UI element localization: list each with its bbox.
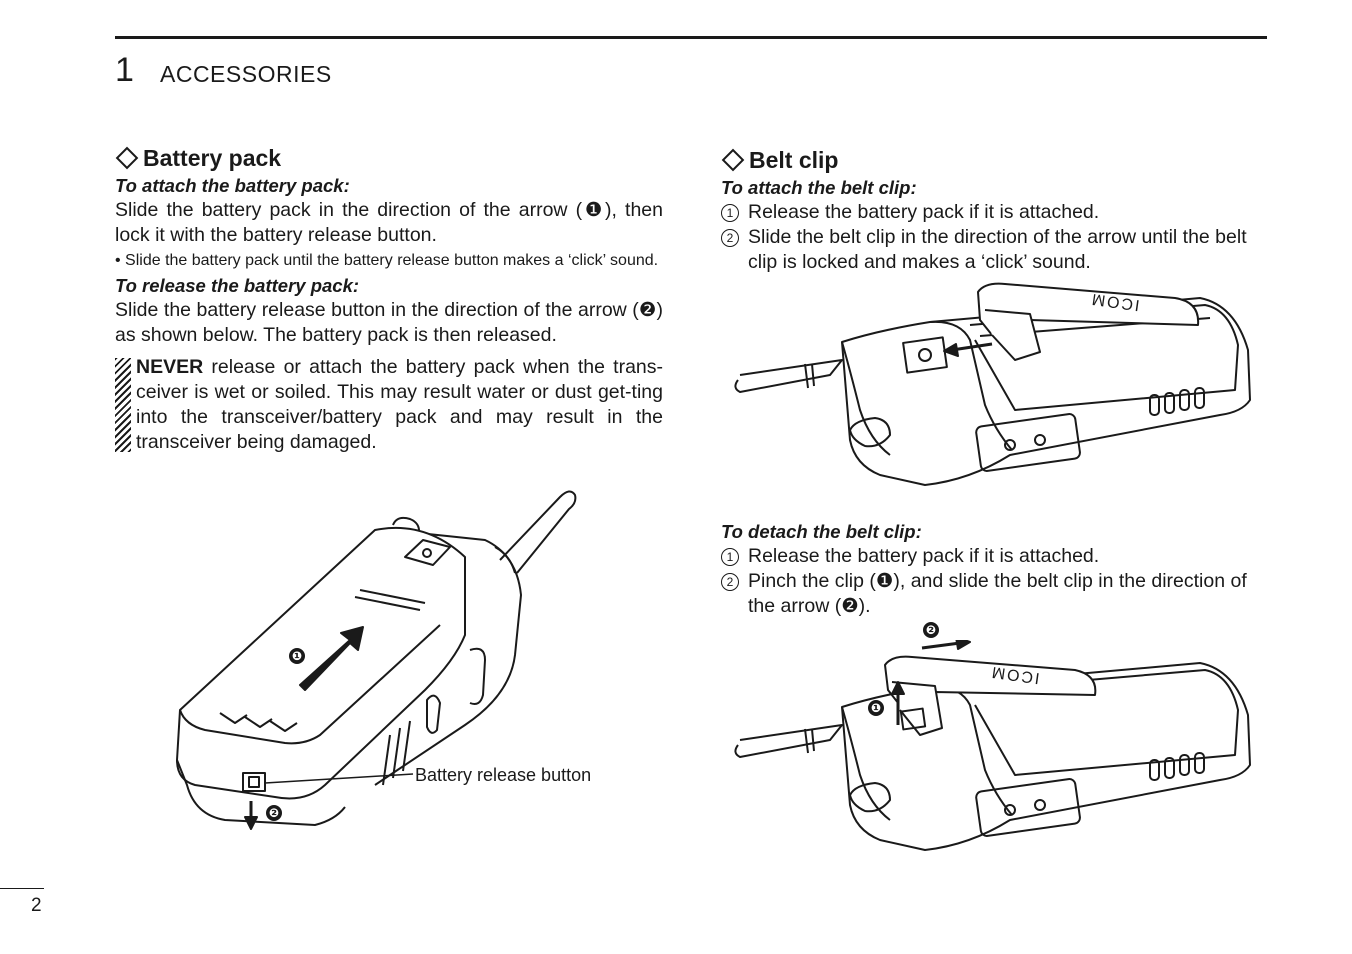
belt-clip-heading-text: Belt clip: [749, 147, 839, 173]
belt-clip-attach-figure: ICOM: [730, 280, 1260, 490]
step-number: 2: [721, 229, 739, 247]
warning-note: NEVER release or attach the battery pack…: [115, 355, 663, 455]
step-number: 1: [721, 548, 739, 566]
belt-clip-section: Belt clip To attach the belt clip: 1 Rel…: [721, 145, 1269, 619]
header-rule: [115, 36, 1267, 39]
attach-battery-text: Slide the battery pack in the direction …: [115, 199, 663, 246]
detach-marker-1: ❶: [868, 700, 884, 716]
battery-pack-heading-text: Battery pack: [143, 145, 282, 171]
warning-text: release or attach the battery pack when …: [136, 356, 663, 453]
battery-release-callout: Battery release button: [415, 765, 592, 785]
diamond-icon: [721, 148, 745, 172]
belt-clip-heading: Belt clip: [721, 145, 1269, 175]
release-battery-subtitle: To release the battery pack:: [115, 275, 360, 296]
detach-step-2: 2 Pinch the clip (❶), and slide the belt…: [721, 569, 1269, 619]
warning-stripe-icon: [115, 358, 131, 452]
step-number: 1: [721, 204, 739, 222]
attach-battery-subtitle: To attach the battery pack:: [115, 175, 350, 196]
detach-step-1: 1 Release the battery pack if it is atta…: [721, 544, 1269, 569]
attach-step-1: 1 Release the battery pack if it is atta…: [721, 200, 1269, 225]
step-text: Pinch the clip (❶), and slide the belt c…: [748, 570, 1247, 617]
page-number: 2: [31, 895, 42, 916]
battery-marker-2: ❷: [266, 805, 282, 821]
battery-pack-figure: [165, 485, 585, 835]
release-battery-text: Slide the battery release button in the …: [115, 299, 663, 346]
battery-pack-section: Battery pack To attach the battery pack:…: [115, 143, 663, 455]
footer-rule: [0, 888, 44, 889]
warning-strong: NEVER: [136, 356, 204, 378]
step-text: Release the battery pack if it is attach…: [748, 545, 1100, 567]
belt-clip-detach-figure: ICOM: [730, 640, 1260, 855]
detach-belt-clip-subtitle: To detach the belt clip:: [721, 521, 922, 542]
step-text: Slide the belt clip in the direction of …: [748, 226, 1247, 273]
diamond-icon: [115, 146, 139, 170]
battery-pack-heading: Battery pack: [115, 143, 663, 173]
detach-marker-2: ❷: [923, 622, 939, 638]
battery-marker-1: ❶: [289, 648, 305, 664]
attach-step-2: 2 Slide the belt clip in the direction o…: [721, 225, 1269, 275]
attach-belt-clip-subtitle: To attach the belt clip:: [721, 177, 917, 198]
step-text: Release the battery pack if it is attach…: [748, 201, 1100, 223]
attach-battery-bullet: • Slide the battery pack until the batte…: [115, 252, 659, 269]
chapter-title: ACCESSORIES: [160, 61, 332, 87]
chapter-number: 1: [115, 51, 134, 89]
step-number: 2: [721, 573, 739, 591]
